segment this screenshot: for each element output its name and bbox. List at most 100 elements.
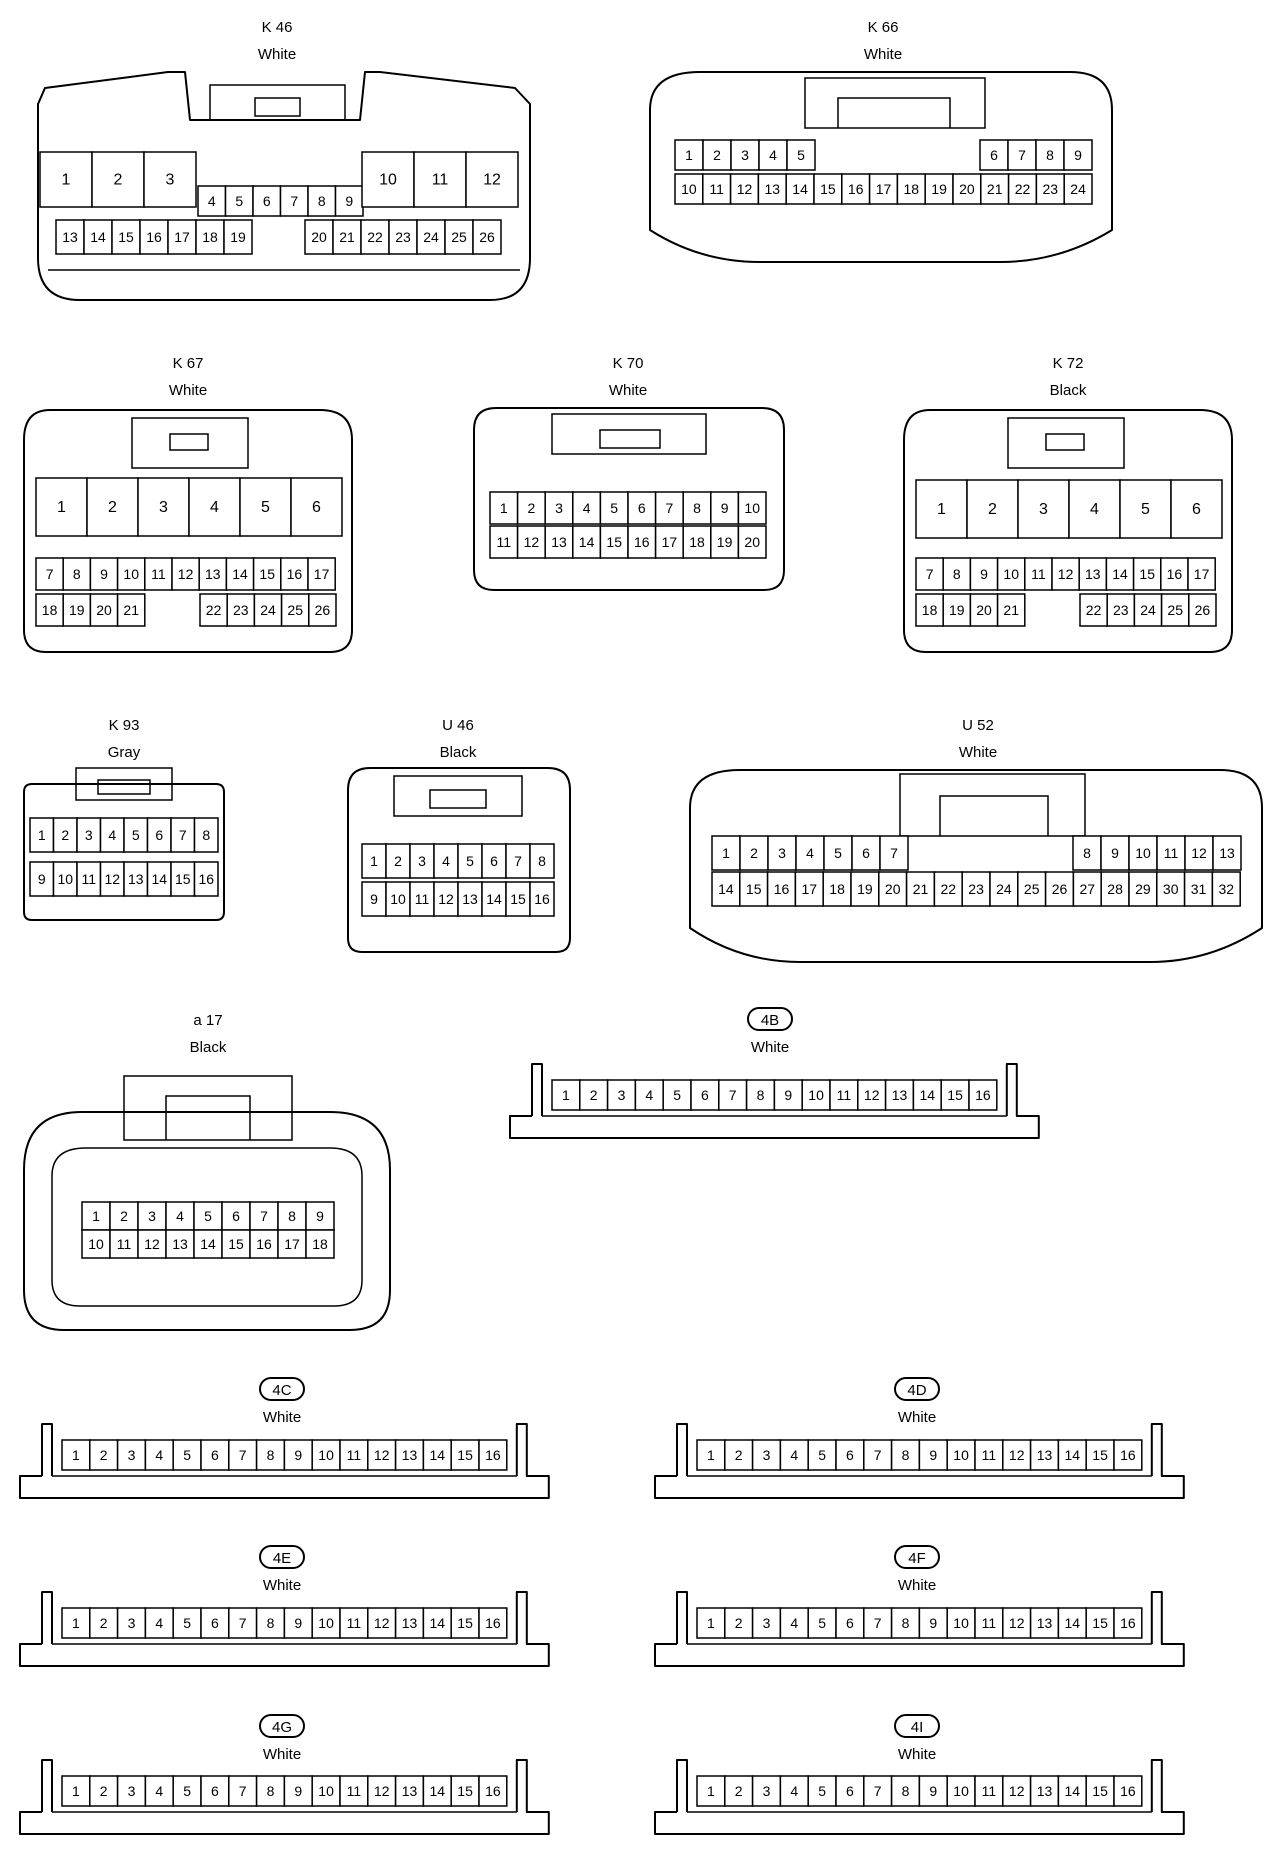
pin-number: 20	[885, 881, 901, 897]
pin-number: 11	[1031, 566, 1046, 582]
pin-cell: 7	[879, 835, 909, 871]
pin-cell: 4	[144, 1439, 174, 1471]
pin-cell: 9	[1100, 835, 1130, 871]
connector-color: White	[263, 1409, 301, 1426]
pin-cell: 11	[829, 1079, 859, 1111]
pin-cell: 14	[785, 173, 815, 205]
connector-housing	[19, 1591, 550, 1667]
pin-cell-box	[1002, 1439, 1032, 1471]
pin-number: 14	[151, 871, 167, 887]
pin-number: 1	[72, 1615, 80, 1631]
pin-cell-box	[1002, 1607, 1032, 1639]
pin-cell: 13	[165, 1229, 195, 1259]
connector-id: 4E	[273, 1550, 291, 1567]
pin-cell: 9	[283, 1775, 313, 1807]
pin-number: 26	[1052, 881, 1068, 897]
pin-number: 12	[1009, 1447, 1025, 1463]
pin-number: 17	[1194, 566, 1210, 582]
pin-cell: 9	[918, 1775, 948, 1807]
pin-cell: 7	[863, 1439, 893, 1471]
pin-cell: 8	[255, 1439, 286, 1471]
pin-number: 4	[583, 500, 591, 516]
pin-cell-box	[682, 525, 712, 559]
pin-cell: 20	[878, 871, 908, 907]
pin-cell: 14	[481, 881, 507, 917]
pin-cell: 21	[332, 219, 362, 255]
pin-cell: 3	[137, 1201, 167, 1231]
pin-number: 15	[947, 1087, 963, 1103]
pin-cell: 5	[807, 1439, 837, 1471]
pin-cell: 3	[143, 151, 197, 208]
pin-cell: 1	[696, 1439, 726, 1471]
pin-cell: 11	[339, 1775, 369, 1807]
pin-number: 1	[62, 172, 71, 189]
pin-number: 5	[797, 147, 805, 163]
pin-cell-box	[857, 1079, 887, 1111]
pin-cell-box	[599, 491, 629, 525]
pin-cell: 14	[146, 861, 172, 897]
pin-cell: 5	[457, 843, 483, 879]
pin-number: 6	[263, 193, 271, 209]
pin-number: 2	[735, 1783, 743, 1799]
pin-cell-box	[109, 1229, 139, 1259]
pin-cell: 8	[307, 185, 337, 217]
pin-cell: 11	[974, 1439, 1004, 1471]
pin-cell-box	[89, 1775, 119, 1807]
pin-cell: 11	[489, 525, 519, 559]
pin-cell: 14	[1057, 1607, 1087, 1639]
pin-number: 12	[438, 891, 454, 907]
pin-cell-box	[933, 871, 963, 907]
pin-number: 15	[606, 534, 622, 550]
pin-cell-box	[394, 1775, 425, 1807]
connector-id-badge	[894, 1545, 940, 1569]
connector-latch	[899, 773, 1086, 837]
pin-cell: 24	[253, 593, 283, 627]
pin-number: 14	[1065, 1783, 1081, 1799]
pin-cell-box	[1113, 1607, 1143, 1639]
pin-cell-box	[1079, 593, 1108, 627]
pin-number: 7	[874, 1615, 882, 1631]
pin-cell: 11	[702, 173, 732, 205]
pin-cell: 4	[795, 835, 825, 871]
connector-housing	[19, 1423, 550, 1499]
pin-number: 17	[876, 181, 892, 197]
pin-cell: 15	[505, 881, 531, 917]
connector-id: K 72	[1053, 355, 1084, 372]
pin-number: 6	[211, 1447, 219, 1463]
pin-number: 13	[172, 1236, 188, 1252]
pin-cell: 15	[1085, 1607, 1115, 1639]
pin-cell: 13	[394, 1775, 425, 1807]
pin-number: 9	[929, 1783, 937, 1799]
pin-number: 11	[81, 871, 96, 887]
pin-number: 13	[402, 1615, 418, 1631]
pin-cell-box	[918, 1607, 948, 1639]
pin-cell-box	[228, 1607, 258, 1639]
pin-cell: 4	[572, 491, 602, 525]
pin-number: 1	[370, 853, 378, 869]
pin-cell: 5	[1119, 479, 1172, 539]
pin-number: 6	[846, 1447, 854, 1463]
pin-cell-box	[35, 477, 88, 537]
pin-cell: 24	[989, 871, 1019, 907]
pin-cell: 15	[1085, 1439, 1115, 1471]
pin-cell-box	[516, 491, 546, 525]
pin-cell-box	[255, 1775, 286, 1807]
pin-number: 4	[155, 1783, 163, 1799]
pin-number: 8	[902, 1447, 910, 1463]
connector-inner-shell	[51, 1147, 363, 1307]
pin-cell-box	[529, 843, 555, 879]
pin-number: 31	[1191, 881, 1207, 897]
pin-number: 5	[183, 1447, 191, 1463]
pin-cell-box	[942, 593, 972, 627]
pin-number: 14	[1112, 566, 1128, 582]
pin-number: 11	[117, 1236, 132, 1252]
pin-cell-box	[1128, 835, 1158, 871]
pin-cell: 14	[193, 1229, 223, 1259]
pin-number: 7	[239, 1615, 247, 1631]
